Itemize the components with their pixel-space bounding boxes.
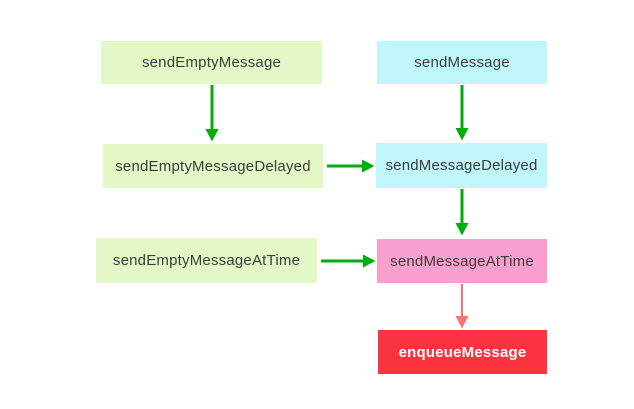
node-send-message-delayed: sendMessageDelayed [376,143,547,188]
arrow-send-message-to-delayed [455,85,469,141]
node-label: sendEmptyMessageAtTime [112,252,301,269]
node-label: sendMessage [414,54,510,71]
node-send-empty-message-delayed: sendEmptyMessageDelayed [103,144,323,188]
arrow-empty-delayed-to-delayed [327,159,375,173]
arrow-at-time-to-enqueue [455,284,469,329]
node-label: sendMessageDelayed [385,157,538,174]
arrow-delayed-to-at-time [455,189,469,236]
node-send-empty-message-at-time: sendEmptyMessageAtTime [96,238,317,283]
node-label: enqueueMessage [398,343,527,361]
node-send-message: sendMessage [377,41,547,84]
node-label: sendEmptyMessage [141,54,282,71]
arrow-empty-at-time-to-at-time [321,254,376,268]
node-send-empty-message: sendEmptyMessage [101,41,322,84]
node-label: sendMessageAtTime [390,252,534,270]
node-enqueue-message: enqueueMessage [378,330,547,374]
node-label: sendEmptyMessageDelayed [115,157,311,175]
node-send-message-at-time: sendMessageAtTime [377,239,547,283]
arrow-send-empty-message-to-delayed [205,85,219,142]
